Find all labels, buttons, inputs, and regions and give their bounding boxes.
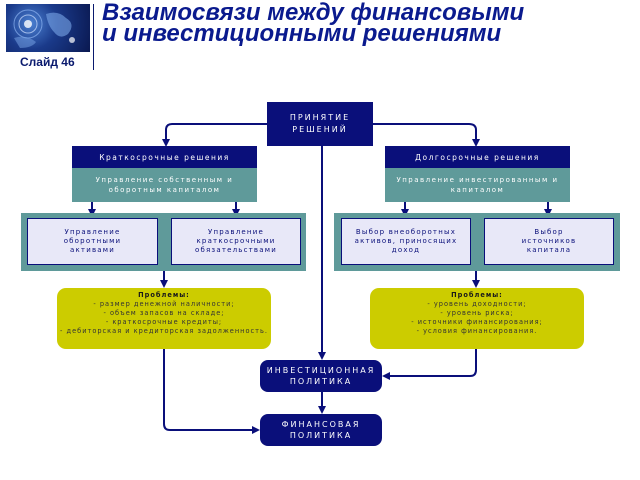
long-term-problem-item: - источники финансирования; — [411, 318, 543, 326]
short-term-subtitle-line-2: оборотным капиталом — [108, 186, 221, 194]
short-term-problems-head: Проблемы: — [138, 291, 190, 299]
long-term-subtitle: Управление инвестированным и капиталом — [385, 168, 570, 202]
title-line-1: Взаимосвязи между финансовыми — [102, 0, 525, 26]
long-term-problems-head: Проблемы: — [451, 291, 503, 299]
page-title: Взаимосвязи между финансовыми и инвестиц… — [102, 0, 622, 47]
decision-making-line-2: РЕШЕНИЙ — [292, 125, 348, 134]
short-term-box-right-line-1: Управление — [208, 228, 264, 236]
decision-making-line-1: ПРИНЯТИЕ — [289, 113, 351, 122]
short-term-box-left-line-2: оборотными — [63, 237, 122, 245]
arrow-short-problems-to-financial-policy — [163, 349, 260, 434]
decision-making-box: ПРИНЯТИЕ РЕШЕНИЙ — [267, 102, 373, 146]
arrow-top-to-short-term — [162, 123, 267, 147]
title-line-2: и инвестиционными решениями — [102, 20, 502, 47]
arrow-top-to-long-term — [373, 123, 480, 147]
globe-logo-icon — [6, 4, 90, 52]
long-term-box-left: Выбор внеоборотных активов, приносящих д… — [341, 218, 471, 265]
long-term-box-right-line-2: источников — [521, 237, 577, 245]
arrow-long-problems-to-investment-policy — [382, 349, 477, 380]
header-divider — [93, 4, 94, 70]
short-term-box-right-line-2: краткосрочными — [196, 237, 276, 245]
long-term-problem-item: - уровень доходности; — [427, 300, 527, 308]
short-term-box-left-line-3: активами — [70, 246, 115, 254]
short-term-subtitle-line-1: Управление собственным и — [95, 176, 234, 184]
long-term-title: Долгосрочные решения — [385, 146, 570, 168]
long-term-problem-item: - условия финансирования. — [416, 327, 538, 335]
long-term-box-right: Выбор источников капитала — [484, 218, 614, 265]
short-term-problem-item: - дебиторская и кредиторская задолженнос… — [60, 327, 268, 335]
short-term-title: Краткосрочные решения — [72, 146, 257, 168]
long-term-box-left-line-1: Выбор внеоборотных — [355, 228, 457, 236]
short-term-problems: Проблемы: - размер денежной наличности; … — [57, 288, 271, 349]
long-term-box-right-line-3: капитала — [526, 246, 572, 254]
short-term-box-left-line-1: Управление — [64, 228, 121, 236]
short-term-box-left: Управление оборотными активами — [27, 218, 158, 265]
short-term-problem-item: - краткосрочные кредиты; — [105, 318, 223, 326]
short-term-problem-item: - объем запасов на складе; — [103, 309, 225, 317]
long-term-problems: Проблемы: - уровень доходности; - уровен… — [370, 288, 584, 349]
slide-number: Слайд 46 — [20, 55, 75, 69]
short-term-subtitle: Управление собственным и оборотным капит… — [72, 168, 257, 202]
long-term-box-left-line-2: активов, приносящих — [354, 237, 458, 245]
financial-policy-line-2: ПОЛИТИКА — [289, 431, 353, 440]
investment-policy-line-1: ИНВЕСТИЦИОННАЯ — [266, 366, 376, 375]
long-term-subtitle-line-2: капиталом — [450, 186, 505, 194]
short-term-problem-item: - размер денежной наличности; — [93, 300, 235, 308]
financial-policy-box: ФИНАНСОВАЯ ПОЛИТИКА — [260, 414, 382, 446]
short-term-box-right-line-3: обязательствами — [195, 246, 277, 254]
long-term-subtitle-line-1: Управление инвестированным и — [396, 176, 559, 184]
financial-policy-line-1: ФИНАНСОВАЯ — [281, 420, 361, 429]
long-term-box-left-line-3: доход — [391, 246, 421, 254]
long-term-box-right-line-1: Выбор — [534, 228, 564, 236]
investment-policy-box: ИНВЕСТИЦИОННАЯ ПОЛИТИКА — [260, 360, 382, 392]
investment-policy-line-2: ПОЛИТИКА — [289, 377, 353, 386]
short-term-box-right: Управление краткосрочными обязательствам… — [171, 218, 301, 265]
long-term-problem-item: - уровень риска; — [440, 309, 514, 317]
